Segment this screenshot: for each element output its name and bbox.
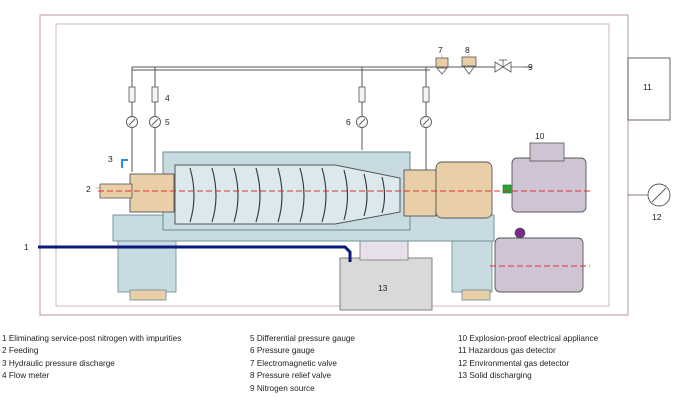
legend-item: 3 Hydraulic pressure discharge [2,358,115,368]
coupling-connector [502,184,512,194]
callout-11: 11 [643,82,652,92]
legend-column-2: 5 Differential pressure gauge 6 Pressure… [250,333,355,395]
legend-item: 1 Eliminating service-post nitrogen with… [2,334,182,343]
legend-item: 8 Pressure relief valve [250,371,331,381]
callout-2: 2 [86,184,91,194]
legend-item: 11 Hazardous gas detector [458,346,556,356]
environmental-gas-detector [628,183,671,207]
hydraulic-discharge-arrow [121,159,128,168]
explosion-proof-motor-aux [494,227,584,293]
legend-column-1: 1 Eliminating service-post nitrogen with… [2,333,181,383]
hazardous-gas-detector [627,57,671,121]
pressure-gauge [126,116,432,128]
right-bearing-housing [403,169,437,217]
legend: 1 Eliminating service-post nitrogen with… [0,333,690,407]
legend-item: 13 Solid discharging [458,371,532,381]
callout-leaders [96,55,525,189]
callout-3: 3 [108,154,113,164]
solid-discharge-hopper [339,257,433,311]
callout-7: 7 [438,45,443,55]
centrifuge-nitrogen-protection-diagram: 1 2 3 4 5 6 7 8 9 10 11 12 13 [24,14,671,316]
callout-9: 9 [528,62,533,72]
legend-item: 5 Differential pressure gauge [250,334,355,343]
screw-conveyor [189,167,386,223]
enclosure-inner-frame [55,23,610,307]
legend-item: 10 Explosion-proof electrical appliance [458,334,599,343]
bowl-body [174,164,401,225]
callout-4: 4 [165,93,170,103]
callout-1: 1 [24,242,29,252]
gearbox [435,161,493,219]
left-bearing-housing [129,173,175,213]
callout-10: 10 [535,131,545,141]
nitrogen-source-valve-icon [494,59,512,73]
electromagnetic-valve [435,57,449,75]
legend-column-3: 10 Explosion-proof electrical appliance … [458,333,598,383]
enclosure-frame [39,14,629,316]
nitrogen-purge-line [38,245,352,262]
flow-meter [128,86,430,103]
callout-13: 13 [378,283,388,293]
legend-item: 6 Pressure gauge [250,346,315,356]
legend-item: 4 Flow meter [2,371,50,381]
legend-item: 2 Feeding [2,346,39,356]
callout-5: 5 [165,117,170,127]
legend-item: 9 Nitrogen source [250,383,315,393]
explosion-proof-motor-main [511,142,587,213]
legend-item: 12 Environmental gas detector [458,358,570,368]
callout-6: 6 [346,117,351,127]
callout-12: 12 [652,212,662,222]
pressure-relief-valve [461,56,477,75]
callout-8: 8 [465,45,470,55]
legend-item: 7 Electromagnetic valve [250,358,337,368]
